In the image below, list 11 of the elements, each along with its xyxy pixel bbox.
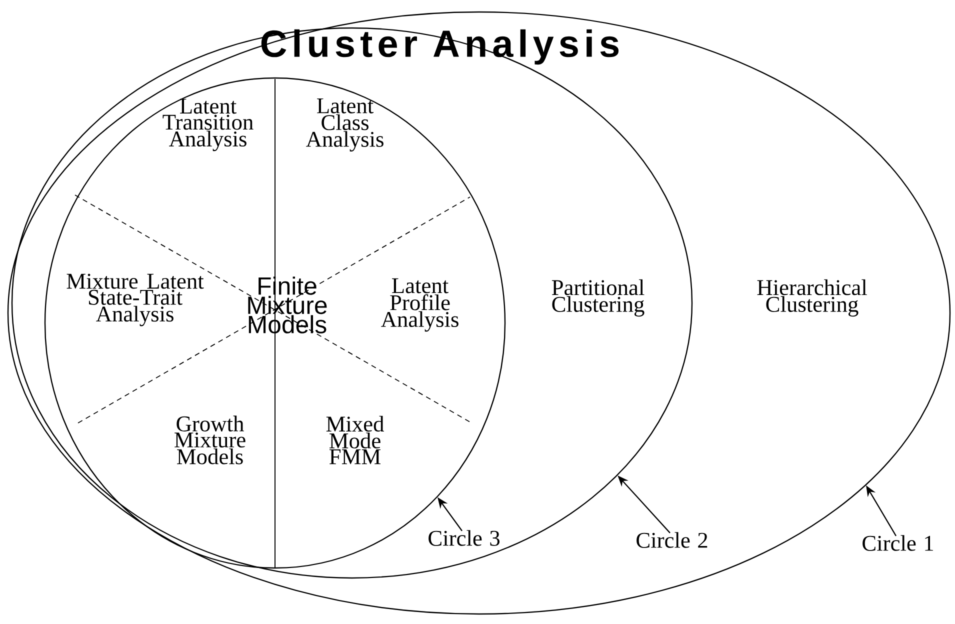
region-label: Hierarchical Clustering — [757, 279, 867, 317]
sector-label: Latent Profile Analysis — [381, 278, 458, 332]
callout-label: Circle 1 — [862, 535, 934, 551]
sector-label: Mixture Latent State-Trait Analysis — [66, 274, 204, 326]
sector-label: Growth Mixture Models — [174, 416, 246, 464]
sector-label: Latent Transition Analysis — [162, 98, 254, 152]
callout-label: Circle 3 — [428, 530, 500, 546]
sector-label: Mixed Mode FMM — [326, 416, 384, 464]
sector-label: Latent Class Analysis — [306, 98, 384, 152]
callout-label: Circle 2 — [636, 532, 708, 548]
region-label: Partitional Clustering — [552, 279, 644, 317]
